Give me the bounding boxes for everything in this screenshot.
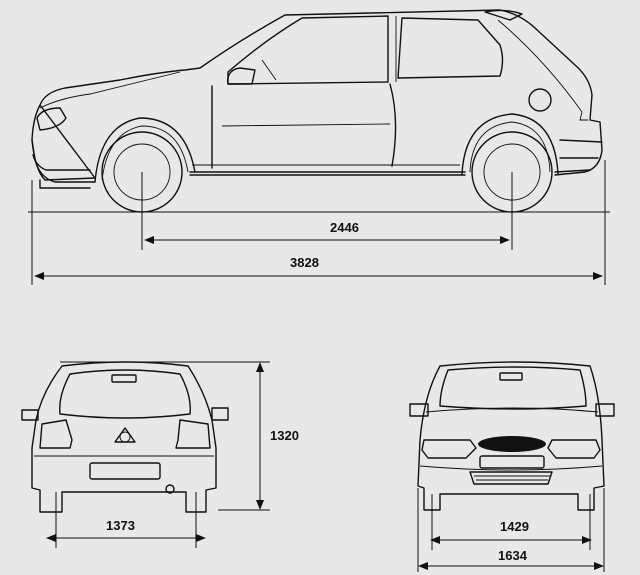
rear-badge: [114, 427, 136, 443]
rear-brake-light: [111, 374, 137, 383]
side-body-outline: [31, 9, 603, 181]
front-view: [409, 361, 615, 511]
front-right-headlight: [547, 439, 601, 459]
side-door: [211, 83, 397, 169]
side-rear-window: [397, 17, 504, 79]
wheelbase-label: 2446: [330, 220, 359, 235]
side-front-window: [227, 15, 389, 85]
rear-body-outline: [31, 361, 217, 513]
front-track-label: 1429: [500, 519, 529, 534]
front-body-outline: [417, 361, 605, 511]
front-mirror-center: [499, 372, 523, 381]
side-dimensions: 2446 3828: [28, 160, 610, 285]
exhaust-pipe: [165, 484, 175, 494]
side-view: [31, 9, 603, 213]
overall-length-label: 3828: [290, 255, 319, 270]
rear-plate: [89, 462, 161, 480]
front-left-headlight: [421, 439, 477, 459]
side-headlamp: [36, 107, 67, 131]
height-label: 1320: [270, 428, 299, 443]
front-dimensions: 1429 1634: [417, 488, 605, 572]
front-plate: [479, 455, 545, 469]
rear-wheel-arch: [461, 113, 559, 175]
rear-right-taillight: [175, 419, 211, 449]
rear-left-mirror: [21, 409, 39, 421]
rear-right-mirror: [211, 407, 229, 421]
overall-width-label: 1634: [498, 548, 528, 563]
side-mirror: [227, 67, 256, 85]
front-grille: [478, 436, 546, 452]
fuel-cap: [528, 88, 552, 112]
rear-track-label: 1373: [106, 518, 135, 533]
rear-spoiler: [484, 9, 523, 21]
rear-window: [59, 369, 191, 419]
rear-view: [21, 361, 229, 513]
windscreen: [439, 366, 587, 410]
rear-left-taillight: [39, 419, 73, 449]
front-lower-intake: [469, 471, 553, 485]
front-wheel-arch: [94, 117, 196, 183]
rear-dimensions: 1373 1320: [46, 361, 299, 548]
